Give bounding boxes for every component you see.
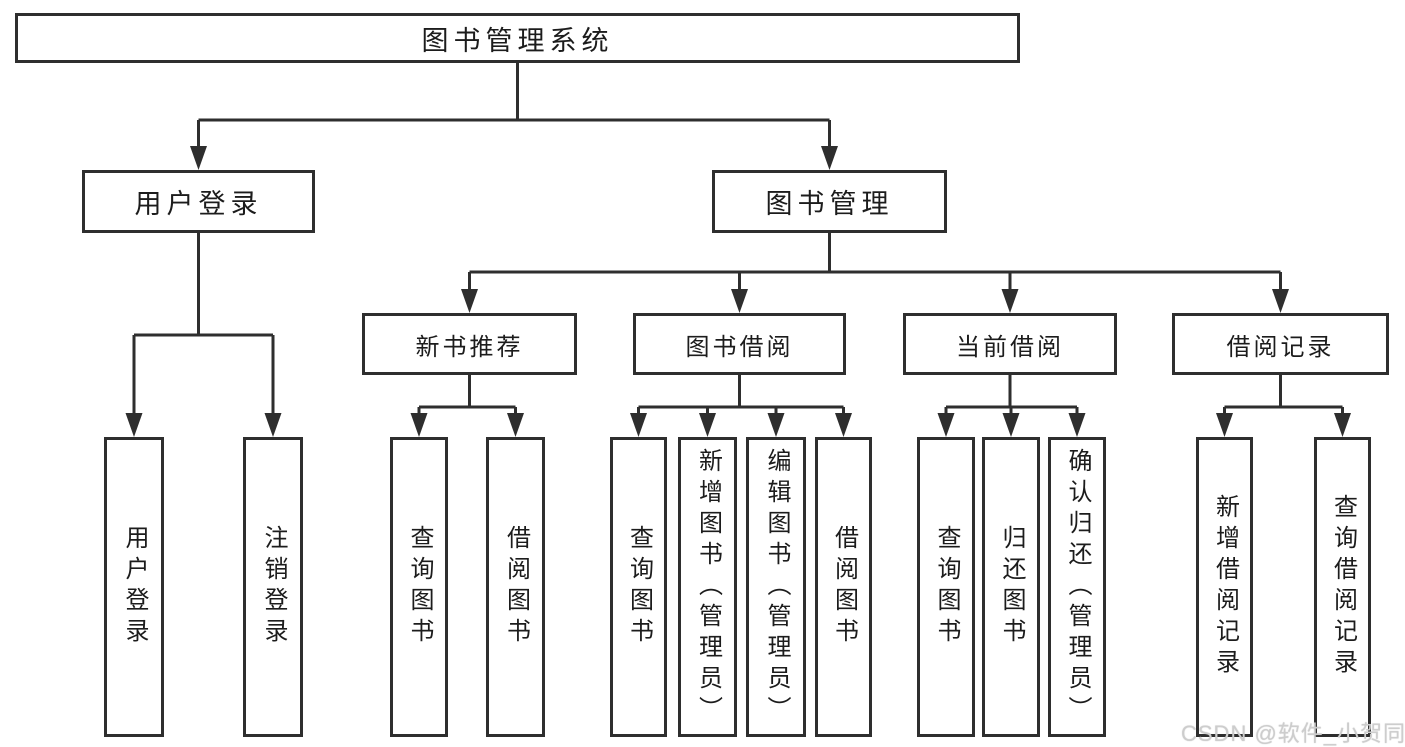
csdn-watermark: CSDN @软件_小贺同学 [1181, 721, 1405, 746]
arrowhead [461, 289, 478, 313]
node-user-login: 用户登录 [82, 170, 315, 233]
arrowhead [767, 413, 785, 437]
node-label: 新书推荐 [415, 333, 524, 361]
node-label: 确认归还（管理员） [1064, 447, 1091, 727]
node-new-book-recommend: 新书推荐 [362, 313, 577, 375]
arrowhead [1216, 413, 1233, 437]
node-book-borrowing: 图书借阅 [633, 313, 846, 375]
node-current-borrowing: 当前借阅 [903, 313, 1117, 375]
node-label: 用户登录 [134, 189, 263, 219]
node-label: 查询图书 [625, 525, 653, 649]
leaf-query-books-borrowing: 查询图书 [610, 437, 667, 737]
node-label: 查询借阅记录 [1329, 494, 1357, 680]
arrowhead [731, 289, 748, 313]
arrowhead [264, 413, 282, 437]
arrowhead [699, 413, 716, 437]
leaf-edit-book-admin: 编辑图书（管理员） [746, 437, 806, 737]
leaf-query-books-recommend: 查询图书 [390, 437, 448, 737]
node-label: 新增借阅记录 [1211, 494, 1239, 680]
edge-current-borrowing-to-leaves [937, 375, 1086, 437]
leaf-logout: 注销登录 [243, 437, 303, 737]
node-label: 编辑图书（管理员） [763, 447, 790, 727]
node-label: 借阅图书 [502, 525, 530, 649]
leaf-add-borrow-record: 新增借阅记录 [1196, 437, 1253, 737]
arrowhead [190, 146, 207, 170]
node-label: 当前借阅 [956, 333, 1064, 361]
leaf-borrow-books-recommend: 借阅图书 [486, 437, 545, 737]
node-borrow-records: 借阅记录 [1172, 313, 1389, 375]
node-label: 查询图书 [406, 525, 433, 649]
arrowhead [1001, 289, 1019, 313]
arrowhead [410, 413, 428, 437]
arrowhead [821, 146, 838, 170]
node-label: 图书管理 [765, 189, 894, 219]
node-label: 注销登录 [260, 525, 287, 649]
arrowhead [125, 413, 143, 437]
edge-book-borrowing-to-leaves [630, 375, 852, 437]
leaf-borrow-books-borrowing: 借阅图书 [815, 437, 872, 737]
node-label: 借阅记录 [1226, 333, 1335, 361]
arrowhead [835, 413, 852, 437]
arrowhead [1068, 413, 1086, 437]
leaf-add-book-admin: 新增图书（管理员） [678, 437, 737, 737]
node-root-library-system: 图书管理系统 [15, 13, 1020, 63]
node-label: 新增图书（管理员） [694, 447, 722, 727]
edge-new-book-recommend-to-leaves [410, 375, 524, 437]
node-label: 图书管理系统 [421, 25, 614, 56]
edge-user-login-to-leaves [125, 233, 282, 437]
arrowhead [1334, 413, 1351, 437]
leaf-return-books: 归还图书 [982, 437, 1040, 737]
arrowhead [630, 413, 647, 437]
arrowhead [937, 413, 955, 437]
arrowhead [1002, 413, 1020, 437]
leaf-user-login: 用户登录 [104, 437, 164, 737]
edge-root-to-level2 [190, 63, 838, 170]
leaf-confirm-return-admin: 确认归还（管理员） [1048, 437, 1106, 737]
arrowhead [1272, 289, 1289, 313]
node-label: 用户登录 [121, 525, 148, 649]
node-label: 归还图书 [998, 525, 1025, 649]
arrowhead [507, 413, 524, 437]
node-label: 图书借阅 [685, 333, 794, 361]
node-label: 查询图书 [933, 525, 960, 649]
edge-book-management-to-level3 [461, 233, 1289, 313]
leaf-query-borrow-record: 查询借阅记录 [1314, 437, 1371, 737]
node-label: 借阅图书 [830, 525, 858, 649]
leaf-query-books-current: 查询图书 [917, 437, 975, 737]
edge-borrow-records-to-leaves [1216, 375, 1351, 437]
node-book-management: 图书管理 [712, 170, 947, 233]
